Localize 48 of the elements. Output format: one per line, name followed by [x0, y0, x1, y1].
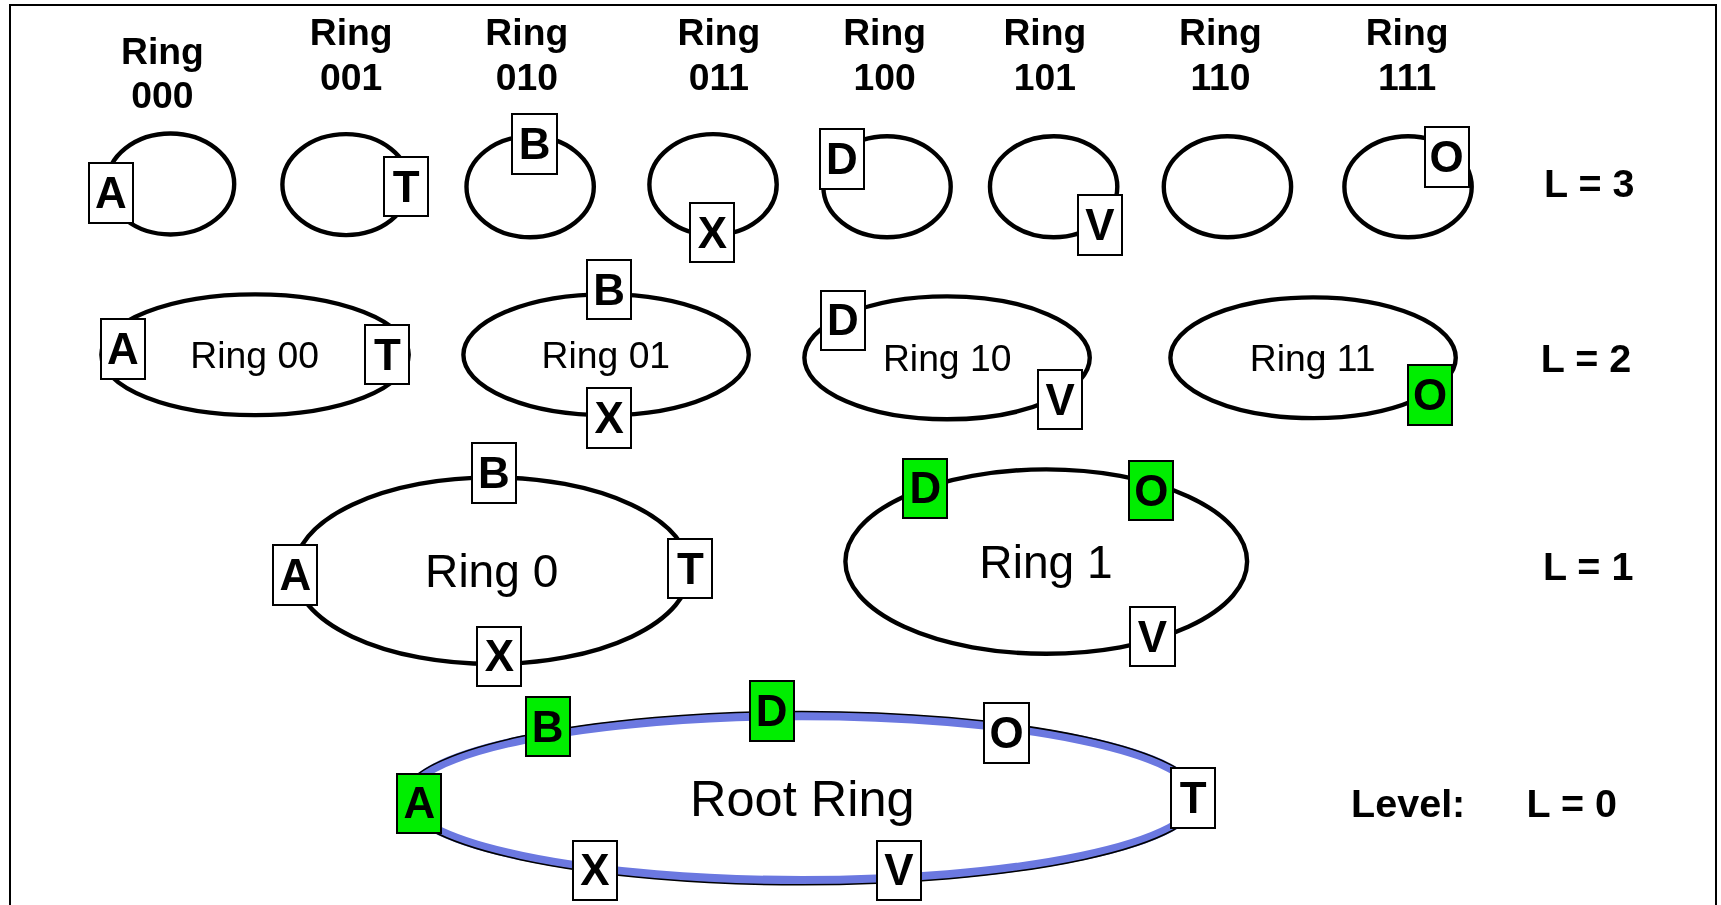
letter-tile: A	[396, 772, 443, 835]
letter-tile: B	[524, 695, 571, 758]
letter-tile: V	[1037, 368, 1084, 431]
level-caption: Level:	[1351, 780, 1466, 826]
ring-heading: Ring 000	[120, 28, 205, 119]
ring-heading: Ring 110	[1178, 10, 1263, 100]
letter-tile: A	[272, 544, 319, 606]
letter-tile: O	[1128, 459, 1175, 522]
ring-heading: Ring 111	[1364, 10, 1450, 100]
ring-heading: Ring 001	[308, 10, 394, 100]
level-label: L = 1	[1543, 543, 1634, 589]
letter-tile: A	[87, 162, 134, 224]
ring-heading: Ring 011	[676, 10, 762, 100]
level-label: L = 2	[1540, 335, 1632, 381]
letter-tile: T	[1170, 767, 1217, 829]
ring-label: Ring 01	[541, 333, 671, 376]
ring-label: Ring 0	[425, 543, 559, 598]
ring-ellipse	[1165, 293, 1460, 423]
letter-tile: X	[689, 201, 736, 264]
ring-label: Ring 10	[882, 336, 1012, 380]
letter-tile: D	[818, 128, 865, 190]
letter-tile: T	[383, 155, 430, 218]
ring-label: Root Ring	[690, 768, 915, 828]
letter-tile: X	[586, 387, 633, 449]
letter-tile: T	[667, 537, 714, 600]
ring-heading: Ring 010	[484, 10, 570, 100]
letter-tile: V	[1129, 605, 1176, 668]
ring-label: Ring 00	[190, 333, 319, 376]
letter-tile: V	[1076, 194, 1123, 256]
letter-tile: X	[571, 839, 618, 902]
ring-label: Ring 1	[979, 534, 1113, 589]
letter-tile: B	[470, 442, 517, 504]
letter-tile: X	[476, 625, 523, 688]
letter-tile: B	[586, 259, 633, 321]
ring-label: Ring 11	[1249, 336, 1376, 380]
letter-tile: O	[983, 702, 1030, 764]
letter-tile: O	[1423, 126, 1470, 188]
ring-heading: Ring 101	[1002, 10, 1088, 100]
letter-tile: O	[1407, 364, 1454, 426]
ring-heading: Ring 100	[842, 10, 928, 100]
letter-tile: D	[748, 680, 795, 742]
letter-tile: D	[819, 289, 866, 352]
letter-tile: V	[875, 839, 922, 902]
level-label: L = 3	[1544, 160, 1635, 206]
level-label: L = 0	[1526, 780, 1617, 826]
ring-ellipse	[840, 465, 1252, 659]
letter-tile: D	[902, 457, 949, 520]
letter-tile: B	[511, 113, 558, 175]
